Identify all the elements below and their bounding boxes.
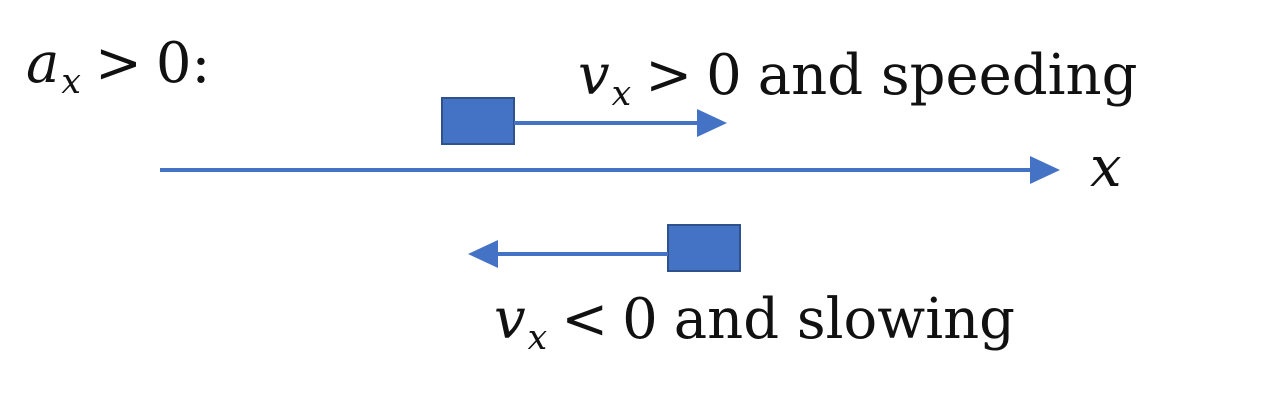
- acceleration-subscript: x: [61, 62, 81, 103]
- bottom-description: and slowing: [673, 287, 1016, 352]
- bottom-block: [667, 224, 741, 272]
- bottom-value: 0: [622, 287, 658, 352]
- acceleration-symbol: a: [26, 31, 60, 96]
- acceleration-operator: >: [94, 31, 142, 96]
- top-velocity-symbol: v: [578, 43, 610, 108]
- bottom-velocity-subscript: x: [527, 318, 548, 359]
- top-description: and speeding: [757, 43, 1138, 108]
- top-value: 0: [706, 43, 742, 108]
- top-velocity-subscript: x: [611, 74, 632, 115]
- top-velocity-arrowhead: [697, 109, 727, 137]
- top-operator: >: [645, 43, 693, 108]
- acceleration-value: 0:: [155, 31, 211, 96]
- x-axis-arrowhead: [1030, 156, 1060, 184]
- bottom-velocity-symbol: v: [494, 287, 526, 352]
- acceleration-label: ax>0:: [26, 36, 210, 100]
- bottom-velocity-arrowhead: [468, 240, 498, 268]
- x-axis-label: x: [1090, 135, 1122, 200]
- top-block: [441, 97, 515, 145]
- bottom-operator: <: [561, 287, 609, 352]
